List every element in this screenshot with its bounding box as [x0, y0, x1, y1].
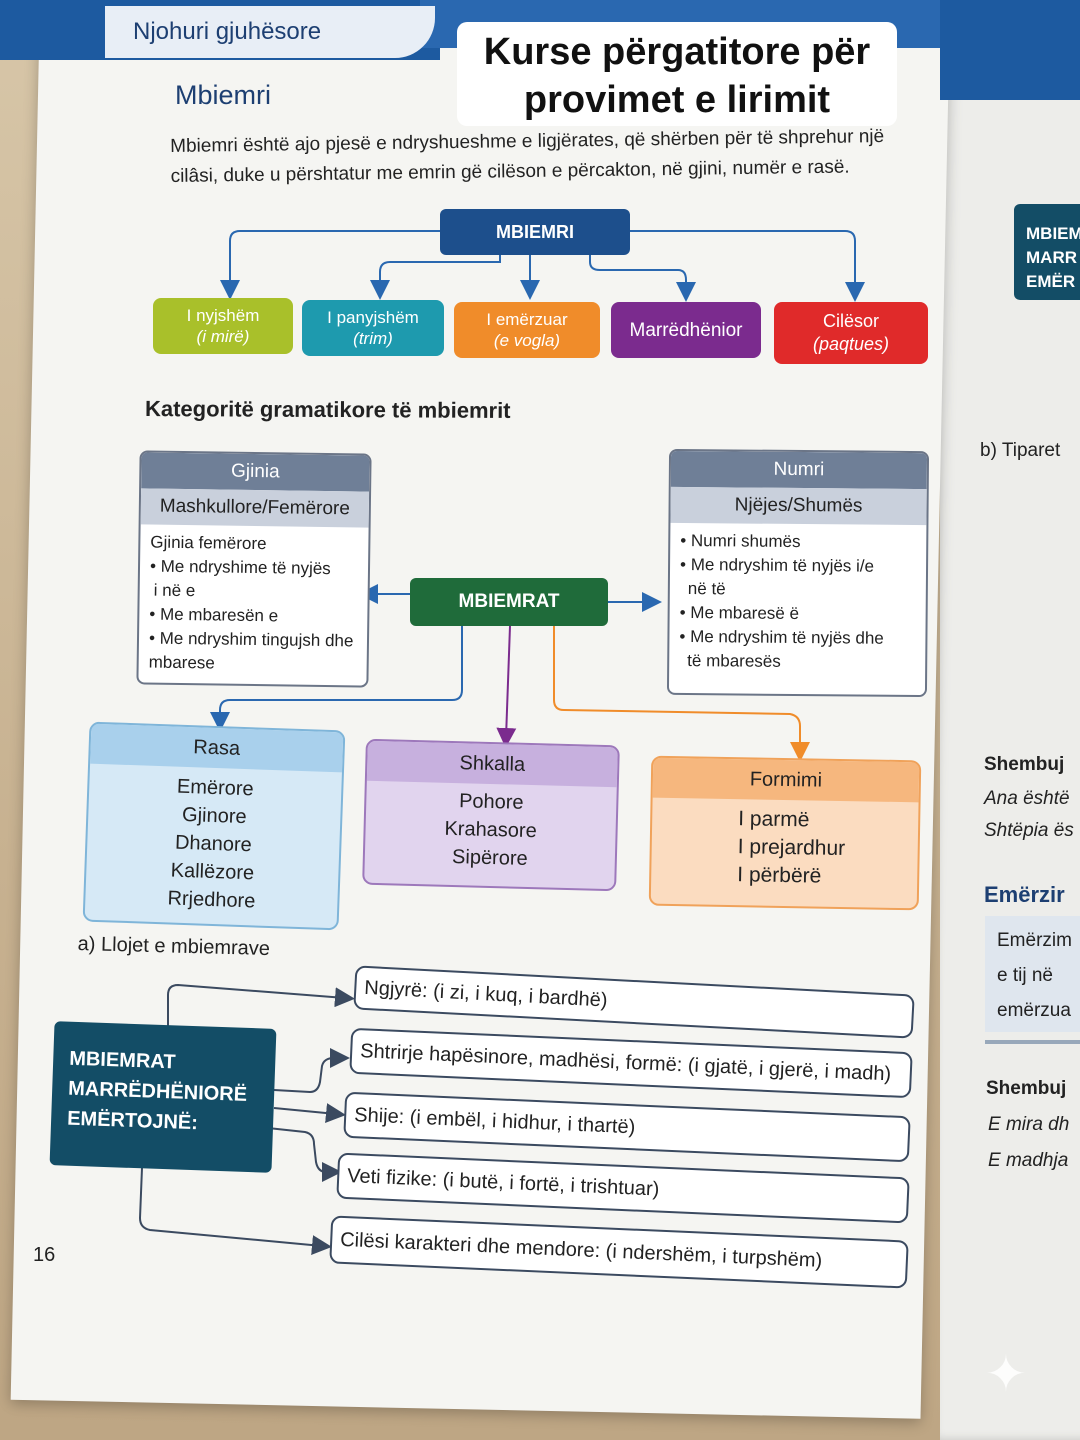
rp-shembuj-1: Shembuj	[984, 754, 1065, 775]
type-marredhenior: Marrëdhënior	[611, 302, 761, 358]
rp-emerzimi-panel	[985, 916, 1080, 1032]
gjinia-line: • Me mbaresën e	[149, 604, 279, 626]
gjinia-line: • Me ndryshim tingujsh dhe	[148, 628, 354, 651]
rp-emerzimi-title: Emërzir	[984, 882, 1065, 907]
sparkle-icon: ✦	[985, 1346, 1027, 1402]
gjinia-line: i në e	[153, 580, 196, 601]
gjinia-box: Gjinia Mashkullore/Femërore Gjinia femër…	[136, 450, 372, 688]
shkalla-items: Pohore Krahasore Sipërore	[365, 781, 617, 876]
numri-body: • Numri shumës • Me ndryshim të nyjës i/…	[669, 523, 926, 681]
section-title: Kategoritë gramatikore të mbiemrit	[144, 396, 511, 423]
page-title: Mbiemri	[175, 80, 272, 110]
numri-line: • Me ndryshim të nyjës i/e	[679, 554, 875, 576]
formimi-item: I përbërë	[737, 863, 822, 888]
rasa-items: Emërore Gjinore Dhanore Kallëzore Rrjedh…	[85, 764, 342, 919]
section-tab: Njohuri gjuhësore	[105, 6, 435, 58]
numri-line: • Me mbaresë ë	[679, 602, 800, 624]
type-label: I panyjshëm	[327, 308, 419, 327]
type-label: I emërzuar	[486, 310, 568, 329]
rp-box-line: MBIEM	[1026, 224, 1080, 243]
rasa-box: Rasa Emërore Gjinore Dhanore Kallëzore R…	[82, 721, 346, 931]
formimi-box: Formimi I parmë I prejardhur I përbërë	[648, 755, 922, 911]
formimi-items: I parmë I prejardhur I përbërë	[651, 798, 919, 893]
numri-subtitle: Njëjes/Shumës	[670, 486, 927, 526]
rp-emerz-line: emërzua	[997, 1000, 1071, 1021]
shkalla-box: Shkalla Pohore Krahasore Sipërore	[362, 738, 620, 892]
rp-example-3: E mira dh	[988, 1114, 1070, 1135]
mbiemrat-center: MBIEMRAT	[410, 578, 608, 626]
formimi-item: I parmë	[738, 807, 810, 832]
type-example: (trim)	[353, 329, 393, 348]
gjinia-subtitle: Mashkullore/Femërore	[140, 488, 370, 528]
type-i-emerzuar: I emërzuar (e vogla)	[454, 302, 600, 358]
numri-box: Numri Njëjes/Shumës • Numri shumës • Me …	[666, 448, 930, 698]
type-example: (paqtues)	[812, 334, 890, 354]
rp-example-2: Shtëpia ës	[984, 820, 1074, 841]
rp-example-4: E madhja	[988, 1150, 1069, 1171]
rp-b-title: b) Tiparet	[980, 440, 1061, 461]
rp-divider	[985, 1040, 1080, 1044]
rp-shembuj-2: Shembuj	[986, 1078, 1067, 1099]
numri-line: në të	[687, 579, 726, 599]
numri-line: të mbaresës	[687, 651, 781, 671]
rp-box-line: MARR	[1026, 248, 1077, 267]
rp-emerz-line: e tij në	[997, 965, 1053, 986]
numri-title: Numri	[670, 450, 928, 490]
numri-line: • Numri shumës	[680, 530, 801, 552]
mbiemrat-marredheniore-box: MBIEMRAT MARRËDHËNIORË EMËRTOJNË:	[49, 1021, 277, 1173]
gjinia-title: Gjinia	[141, 452, 370, 492]
header-band-far	[940, 0, 1080, 100]
numri-line: • Me ndryshim të nyjës dhe	[679, 626, 884, 648]
caption-line-1: Kurse përgatitore për	[483, 31, 871, 73]
mbiemri-root: MBIEMRI	[440, 209, 630, 255]
type-label: Marrëdhënior	[629, 319, 743, 341]
gjinia-line: Gjinia femërore	[150, 532, 267, 554]
gjinia-line: mbarese	[148, 652, 215, 673]
type-cilesor: Cilësor (paqtues)	[774, 302, 928, 364]
rp-example-1: Ana është	[984, 788, 1070, 809]
type-label: I nyjshëm	[186, 306, 260, 325]
formimi-item: I prejardhur	[737, 835, 846, 861]
rp-box-line: EMËR	[1026, 272, 1076, 291]
type-example: (e vogla)	[493, 331, 561, 350]
type-i-panyjshem: I panyjshëm (trim)	[302, 300, 444, 356]
type-example: (i mirë)	[196, 327, 250, 346]
intro-text: Mbiemri është ajo pjesë e ndryshueshme e…	[170, 121, 941, 192]
formimi-title: Formimi	[652, 757, 920, 803]
type-label: Cilësor	[822, 311, 879, 331]
caption-line-2: provimet e lirimit	[523, 79, 831, 121]
shkalla-item: Sipërore	[451, 845, 528, 870]
page-number: 16	[33, 1244, 56, 1266]
right-page-box: MBIEM MARR EMËR	[1014, 204, 1080, 300]
gjinia-line: • Me ndryshime të nyjës	[149, 556, 331, 579]
type-i-nyjshem: I nyjshëm (i mirë)	[153, 298, 293, 354]
rp-emerz-line: Emërzim	[997, 930, 1072, 951]
shkalla-title: Shkalla	[366, 740, 618, 788]
gjinia-body: Gjinia femërore • Me ndryshime të nyjës …	[138, 524, 368, 683]
video-caption: Kurse përgatitore për provimet e lirimit	[457, 22, 897, 126]
